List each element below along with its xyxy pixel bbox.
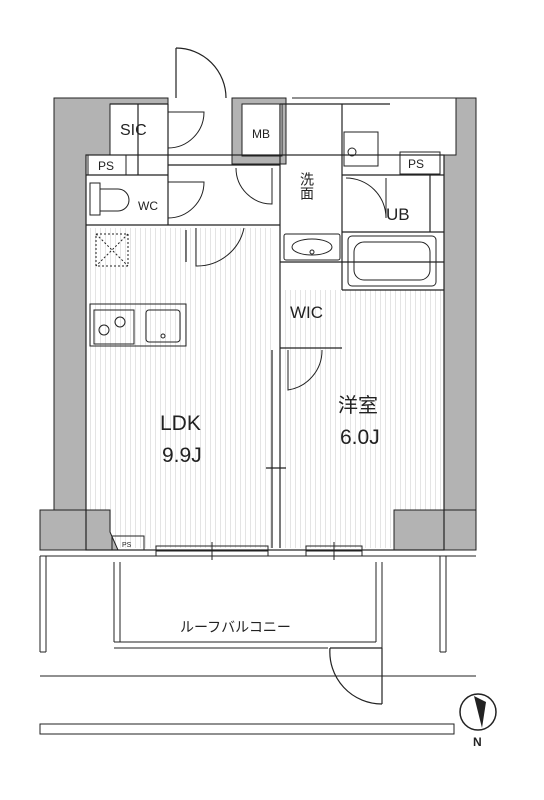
interior-walls (85, 103, 445, 551)
fixtures (87, 131, 441, 551)
label-wash: 洗面 (298, 172, 314, 200)
label-wic: WIC (290, 303, 323, 322)
toilet-tank (89, 182, 101, 216)
entrance-door (175, 47, 227, 99)
label-wc: WC (138, 199, 158, 213)
western-floor (284, 290, 442, 548)
label-ldk: LDK (160, 412, 201, 435)
label-ps-top-right: PS (408, 157, 424, 171)
door-swings (167, 111, 387, 391)
kitchen-counter (89, 303, 187, 347)
label-ub: UB (386, 205, 410, 224)
label-sic: SIC (120, 122, 147, 139)
roof-balcony (39, 549, 476, 735)
label-western: 洋室 (338, 393, 378, 417)
label-ps-bottom: PS (122, 542, 132, 549)
label-balcony: ルーフバルコニー (180, 620, 291, 636)
washer-drain (347, 147, 357, 157)
label-ps-top-left: PS (98, 159, 114, 173)
balcony-door (329, 647, 383, 705)
wash-basin (283, 233, 341, 261)
label-mb: MB (252, 127, 270, 141)
compass-icon (459, 693, 497, 731)
ldk-floor (86, 228, 274, 548)
label-western-size: 6.0J (340, 426, 380, 449)
kitchen-sink (145, 309, 181, 343)
label-ldk-size: 9.9J (162, 444, 202, 467)
bathtub (347, 235, 437, 287)
compass-label: N (473, 735, 482, 749)
